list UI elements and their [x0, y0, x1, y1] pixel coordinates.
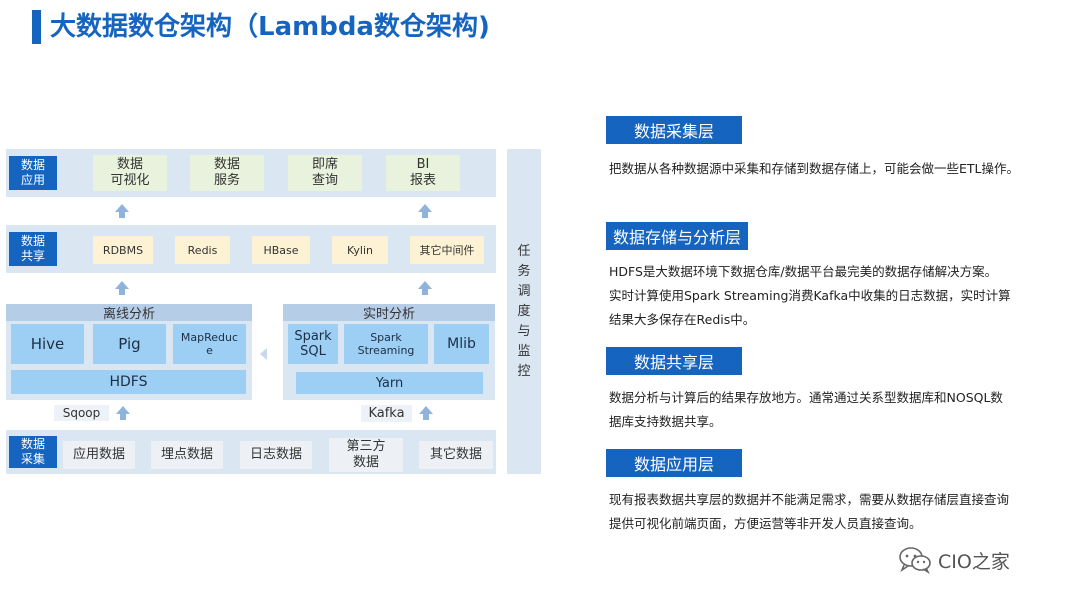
section-desc-line: 数据分析与计算后的结果存放地方。通常通过关系型数据库和NOSQL数 [609, 390, 1003, 405]
app-item-bi-report: BI 报表 [386, 155, 460, 191]
watermark-text: CIO之家 [938, 550, 1010, 573]
sharing-layer-tag: 数据 共享 [9, 232, 57, 266]
share-item-hbase: HBase [252, 236, 310, 264]
section-heading-storage-analysis: 数据存储与分析层 [606, 222, 748, 250]
share-item-kylin: Kylin [332, 236, 388, 264]
tool-kafka: Kafka [361, 405, 412, 422]
section-heading-application: 数据应用层 [606, 449, 742, 477]
arrow-up-icon [418, 281, 432, 295]
realtime-item-mlib: Mlib [434, 324, 489, 364]
section-desc-line: 把数据从各种数据源中采集和存储到数据存储上，可能会做一些ETL操作。 [609, 161, 1019, 176]
arrow-up-icon [418, 204, 432, 218]
offline-item-mapreduce: MapReduc e [173, 324, 246, 364]
arrow-left-icon [260, 348, 267, 360]
arrow-up-icon [115, 281, 129, 295]
arrow-up-icon [115, 204, 129, 218]
task-scheduling-monitoring: 任 务 调 度 与 监 控 [507, 149, 541, 474]
architecture-diagram: 数据 应用 数据 可视化 数据 服务 即席 查询 BI 报表 数据 共享 RDB… [6, 149, 541, 474]
share-item-rdbms: RDBMS [93, 236, 153, 264]
tool-sqoop: Sqoop [54, 405, 109, 421]
source-log-data: 日志数据 [240, 441, 312, 469]
source-other-data: 其它数据 [419, 441, 493, 469]
section-desc-line: HDFS是大数据环境下数据仓库/数据平台最完美的数据存储解决方案。 [609, 264, 998, 279]
source-third-party-data: 第三方 数据 [329, 438, 403, 472]
source-tracking-data: 埋点数据 [151, 441, 223, 469]
arrow-up-icon [419, 406, 433, 420]
page-title: 大数据数仓架构（Lambda数仓架构) [50, 12, 490, 42]
wechat-icon [899, 547, 931, 574]
realtime-analysis-header: 实时分析 [283, 304, 495, 322]
realtime-item-spark-sql: Spark SQL [288, 324, 338, 364]
realtime-base-yarn: Yarn [296, 372, 483, 394]
section-heading-collection: 数据采集层 [606, 116, 742, 144]
wechat-watermark: CIO之家 [898, 544, 1058, 576]
section-desc-storage-analysis: HDFS是大数据环境下数据仓库/数据平台最完美的数据存储解决方案。 实时计算使用… [609, 260, 1069, 332]
app-item-adhoc-query: 即席 查询 [288, 155, 362, 191]
section-desc-line: 提供可视化前端页面，方便运营等非开发人员直接查询。 [609, 516, 922, 531]
application-layer-tag: 数据 应用 [9, 156, 57, 190]
section-desc-line: 结果大多保存在Redis中。 [609, 312, 756, 327]
section-desc-sharing: 数据分析与计算后的结果存放地方。通常通过关系型数据库和NOSQL数 据库支持数据… [609, 386, 1069, 434]
section-desc-line: 据库支持数据共享。 [609, 414, 722, 429]
section-desc-line: 现有报表数据共享层的数据并不能满足需求，需要从数据存储层直接查询 [609, 492, 1010, 507]
offline-item-hive: Hive [11, 324, 84, 364]
section-desc-line: 实时计算使用Spark Streaming消费Kafka中收集的日志数据，实时计… [609, 288, 1011, 303]
realtime-item-spark-streaming: Spark Streaming [344, 324, 428, 364]
title-accent-bar [32, 10, 41, 44]
offline-analysis-header: 离线分析 [6, 304, 252, 322]
section-desc-application: 现有报表数据共享层的数据并不能满足需求，需要从数据存储层直接查询 提供可视化前端… [609, 488, 1069, 536]
offline-item-pig: Pig [93, 324, 166, 364]
share-item-redis: Redis [175, 236, 230, 264]
app-item-data-service: 数据 服务 [190, 155, 264, 191]
section-desc-collection: 把数据从各种数据源中采集和存储到数据存储上，可能会做一些ETL操作。 [609, 157, 1069, 181]
share-item-other-middleware: 其它中间件 [410, 236, 484, 264]
offline-base-hdfs: HDFS [11, 370, 246, 394]
source-app-data: 应用数据 [63, 441, 135, 469]
app-item-visualization: 数据 可视化 [93, 155, 167, 191]
arrow-up-icon [116, 406, 130, 420]
section-heading-sharing: 数据共享层 [606, 347, 742, 375]
collection-layer-tag: 数据 采集 [9, 436, 57, 468]
